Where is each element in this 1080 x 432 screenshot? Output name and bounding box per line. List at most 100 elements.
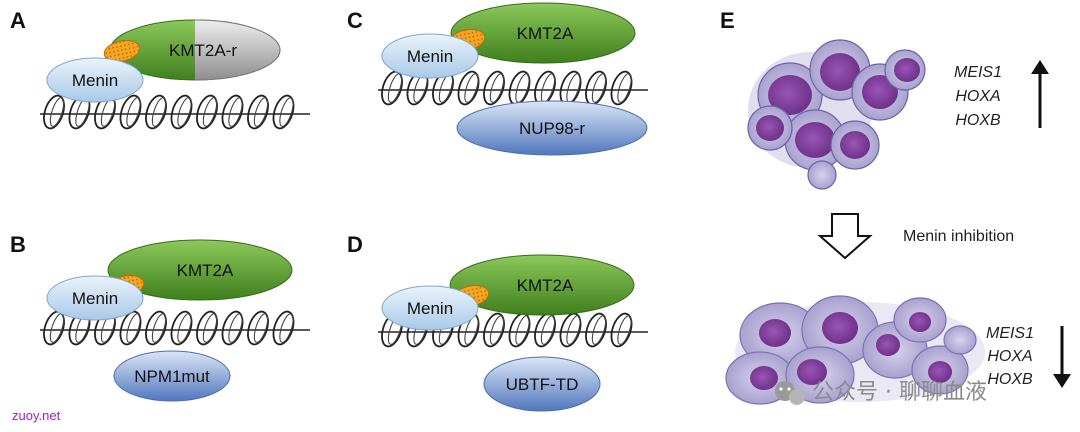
dna-loop bbox=[253, 97, 269, 127]
kmt2a-label: KMT2A bbox=[517, 276, 574, 295]
panel-a: A Menin KMT2A-r bbox=[10, 8, 310, 130]
dna-loop bbox=[196, 310, 218, 346]
kmt2a-protein bbox=[107, 239, 293, 301]
gene-label-meis1: MEIS1 bbox=[986, 325, 1034, 342]
wechat-icon bbox=[775, 381, 805, 405]
npm1mut-protein bbox=[113, 350, 231, 402]
dna-loop bbox=[483, 70, 505, 106]
dna-loop bbox=[540, 315, 556, 345]
dna-loop bbox=[566, 315, 581, 345]
dna-loop bbox=[196, 94, 218, 130]
dna-loop bbox=[617, 315, 632, 345]
site-credit: zuoy.net bbox=[12, 408, 61, 423]
dna-loop bbox=[585, 312, 607, 348]
dna-loop bbox=[272, 94, 295, 130]
kmt2a-r-label: KMT2A-r bbox=[169, 41, 237, 60]
dna-loop bbox=[464, 315, 479, 345]
dna-loop bbox=[253, 313, 269, 343]
dna-loop bbox=[591, 73, 607, 103]
dna-loop bbox=[247, 94, 269, 130]
dna-loop bbox=[279, 313, 294, 343]
hollow-down-arrow-icon bbox=[817, 213, 873, 260]
down-arrow-icon bbox=[1053, 326, 1071, 388]
dna-loop bbox=[170, 310, 193, 346]
dna-loop bbox=[387, 73, 403, 103]
dna-loop bbox=[228, 97, 243, 127]
leukemia-cells-after bbox=[725, 295, 985, 405]
dna-loop bbox=[49, 97, 65, 127]
kmt2a-r-protein bbox=[109, 19, 281, 81]
kmt2a-protein bbox=[450, 2, 636, 64]
watermark: 公众号 · 聊聊血液 bbox=[775, 380, 987, 405]
dna-loop bbox=[610, 312, 633, 348]
menin-label: Menin bbox=[407, 47, 453, 66]
dna-loop bbox=[457, 70, 480, 106]
dna-loop bbox=[610, 70, 633, 106]
panel-letter-a: A bbox=[10, 8, 26, 33]
dna-loop bbox=[228, 313, 243, 343]
panel-e: E MEIS1 HOXA HOXB bbox=[720, 8, 1071, 405]
dna-loop bbox=[126, 97, 141, 127]
gene-label-hoxa: HOXA bbox=[955, 88, 1000, 105]
dna-loop bbox=[483, 312, 505, 348]
dna-loop bbox=[591, 315, 607, 345]
dna-loop bbox=[221, 310, 244, 346]
dna-loop bbox=[170, 94, 193, 130]
linker-blob bbox=[103, 40, 141, 62]
menin-label: Menin bbox=[72, 71, 118, 90]
dna-loop bbox=[177, 97, 192, 127]
nup98-r-protein bbox=[456, 100, 648, 156]
dna-helix bbox=[40, 310, 310, 346]
dna-loop bbox=[585, 70, 607, 106]
panel-letter-b: B bbox=[10, 232, 26, 257]
gene-label-hoxb: HOXB bbox=[955, 112, 1001, 129]
menin-protein bbox=[381, 33, 479, 79]
dna-loop bbox=[202, 97, 218, 127]
menin-protein bbox=[46, 57, 144, 103]
dna-loop bbox=[272, 310, 295, 346]
dna-loop bbox=[126, 313, 141, 343]
kmt2a-protein bbox=[449, 254, 635, 316]
dna-loop bbox=[145, 310, 167, 346]
panel-letter-d: D bbox=[347, 232, 363, 257]
dna-loop bbox=[221, 94, 244, 130]
dna-loop bbox=[151, 313, 167, 343]
dna-loop bbox=[381, 70, 403, 106]
dna-loop bbox=[515, 315, 530, 345]
dna-loop bbox=[489, 315, 505, 345]
nup98-r-label: NUP98-r bbox=[519, 119, 585, 138]
menin-protein bbox=[381, 285, 479, 331]
dna-loop bbox=[119, 310, 142, 346]
ubtf-td-label: UBTF-TD bbox=[506, 375, 579, 394]
dna-loop bbox=[508, 312, 531, 348]
dna-loop bbox=[119, 94, 142, 130]
panel-c: C NUP98-r KMT2A Menin bbox=[347, 2, 648, 156]
ubtf-td-protein bbox=[483, 356, 601, 412]
panel-b: B NPM1mut KMT2A Menin bbox=[10, 232, 310, 402]
dna-loop bbox=[559, 312, 582, 348]
dna-loop bbox=[617, 73, 632, 103]
dna-loop bbox=[151, 97, 167, 127]
menin-inhibition-label: Menin inhibition bbox=[903, 228, 1014, 245]
dna-helix bbox=[40, 94, 310, 130]
panel-letter-c: C bbox=[347, 8, 363, 33]
menin-protein bbox=[46, 275, 144, 321]
watermark-text: 公众号 · 聊聊血液 bbox=[812, 380, 987, 405]
dna-loop bbox=[43, 94, 65, 130]
npm1mut-label: NPM1mut bbox=[134, 367, 210, 386]
dna-loop bbox=[247, 310, 269, 346]
panel-letter-e: E bbox=[720, 8, 735, 33]
kmt2a-label: KMT2A bbox=[177, 261, 234, 280]
dna-loop bbox=[489, 73, 505, 103]
gene-label-hoxb: HOXB bbox=[987, 371, 1033, 388]
up-arrow-icon bbox=[1031, 60, 1049, 128]
dna-loop bbox=[279, 97, 294, 127]
dna-loop bbox=[177, 313, 192, 343]
gene-label-hoxa: HOXA bbox=[987, 348, 1032, 365]
panel-d: D UBTF-TD KMT2A Menin bbox=[347, 232, 648, 412]
kmt2a-label: KMT2A bbox=[517, 24, 574, 43]
dna-loop bbox=[145, 94, 167, 130]
menin-label: Menin bbox=[72, 289, 118, 308]
gene-label-meis1: MEIS1 bbox=[954, 64, 1002, 81]
